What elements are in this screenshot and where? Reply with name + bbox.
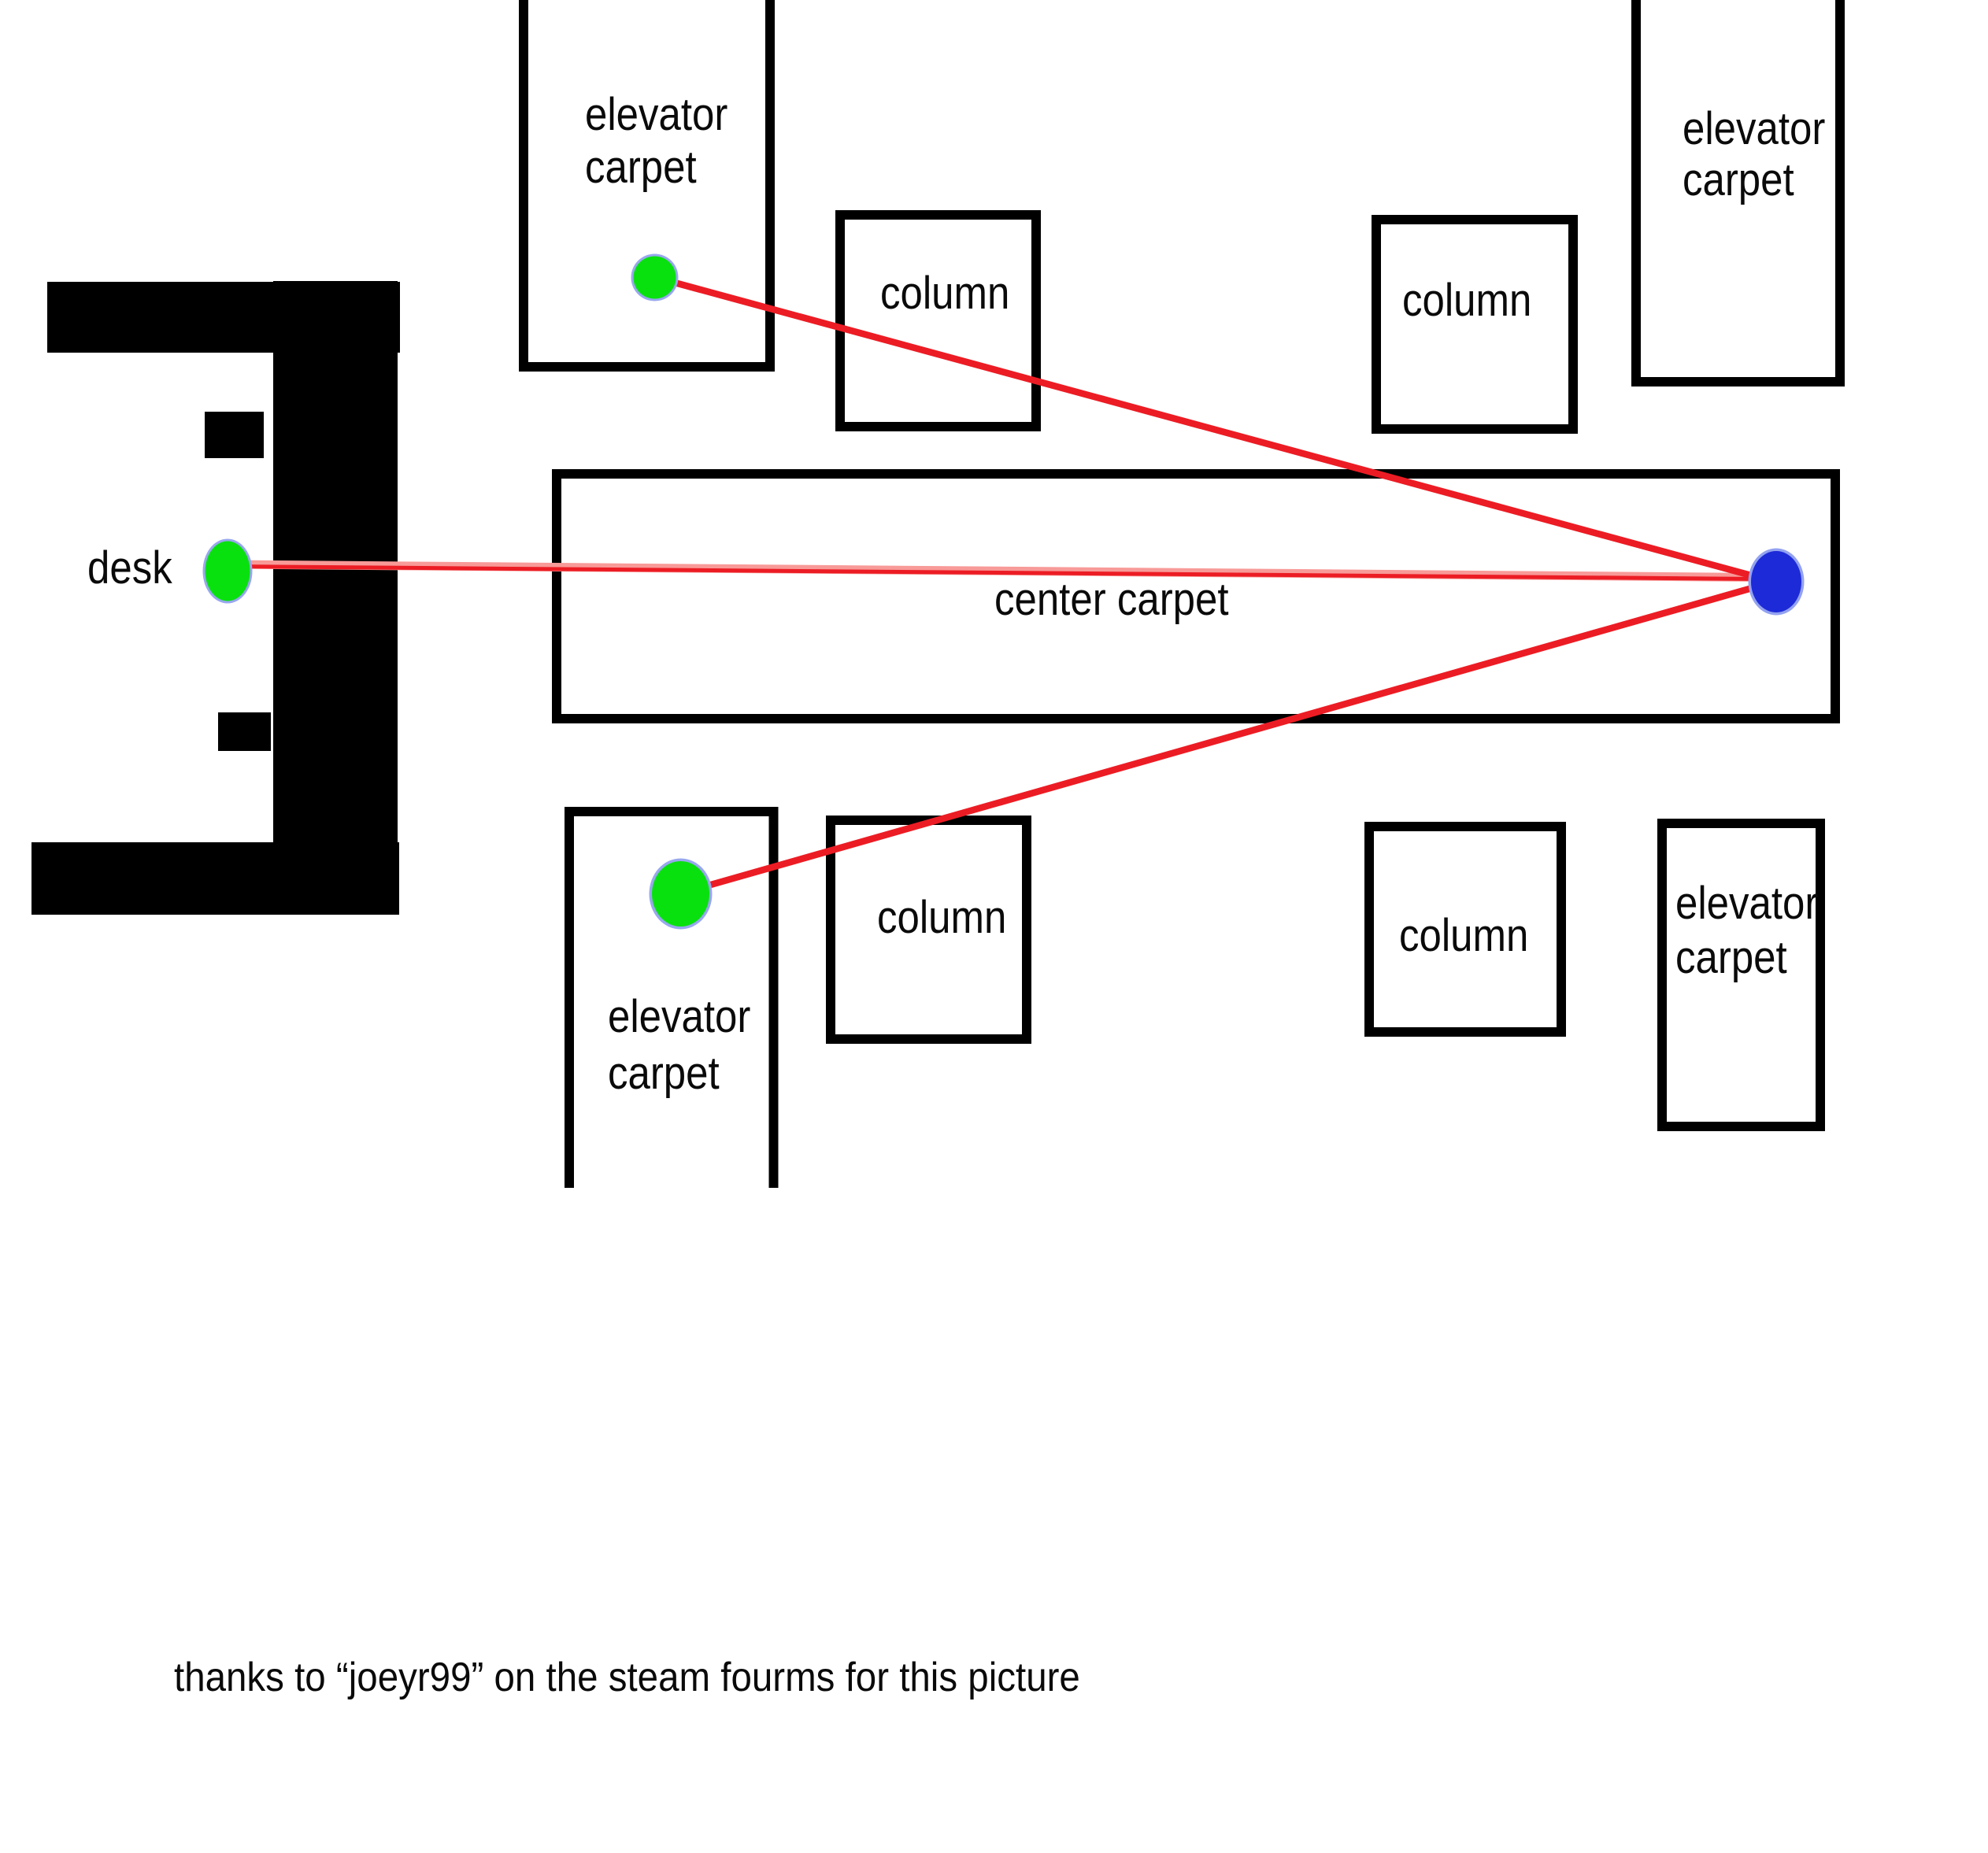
svg-text:carpet: carpet [585,141,697,193]
svg-text:carpet: carpet [1675,931,1787,983]
svg-text:column: column [877,891,1006,943]
svg-text:elevator: elevator [1683,102,1825,154]
svg-text:column: column [1399,909,1528,961]
svg-text:carpet: carpet [1683,153,1794,205]
svg-text:carpet: carpet [608,1047,720,1099]
svg-text:elevator: elevator [585,88,727,140]
svg-text:column: column [880,267,1009,319]
svg-text:thanks to “joeyr99” on the ste: thanks to “joeyr99” on the steam fourms … [174,1654,1080,1700]
svg-text:elevator: elevator [608,990,750,1042]
svg-text:elevator: elevator [1675,877,1818,929]
svg-text:desk: desk [87,542,172,594]
svg-text:center carpet: center carpet [994,573,1229,625]
svg-text:column: column [1402,274,1531,326]
